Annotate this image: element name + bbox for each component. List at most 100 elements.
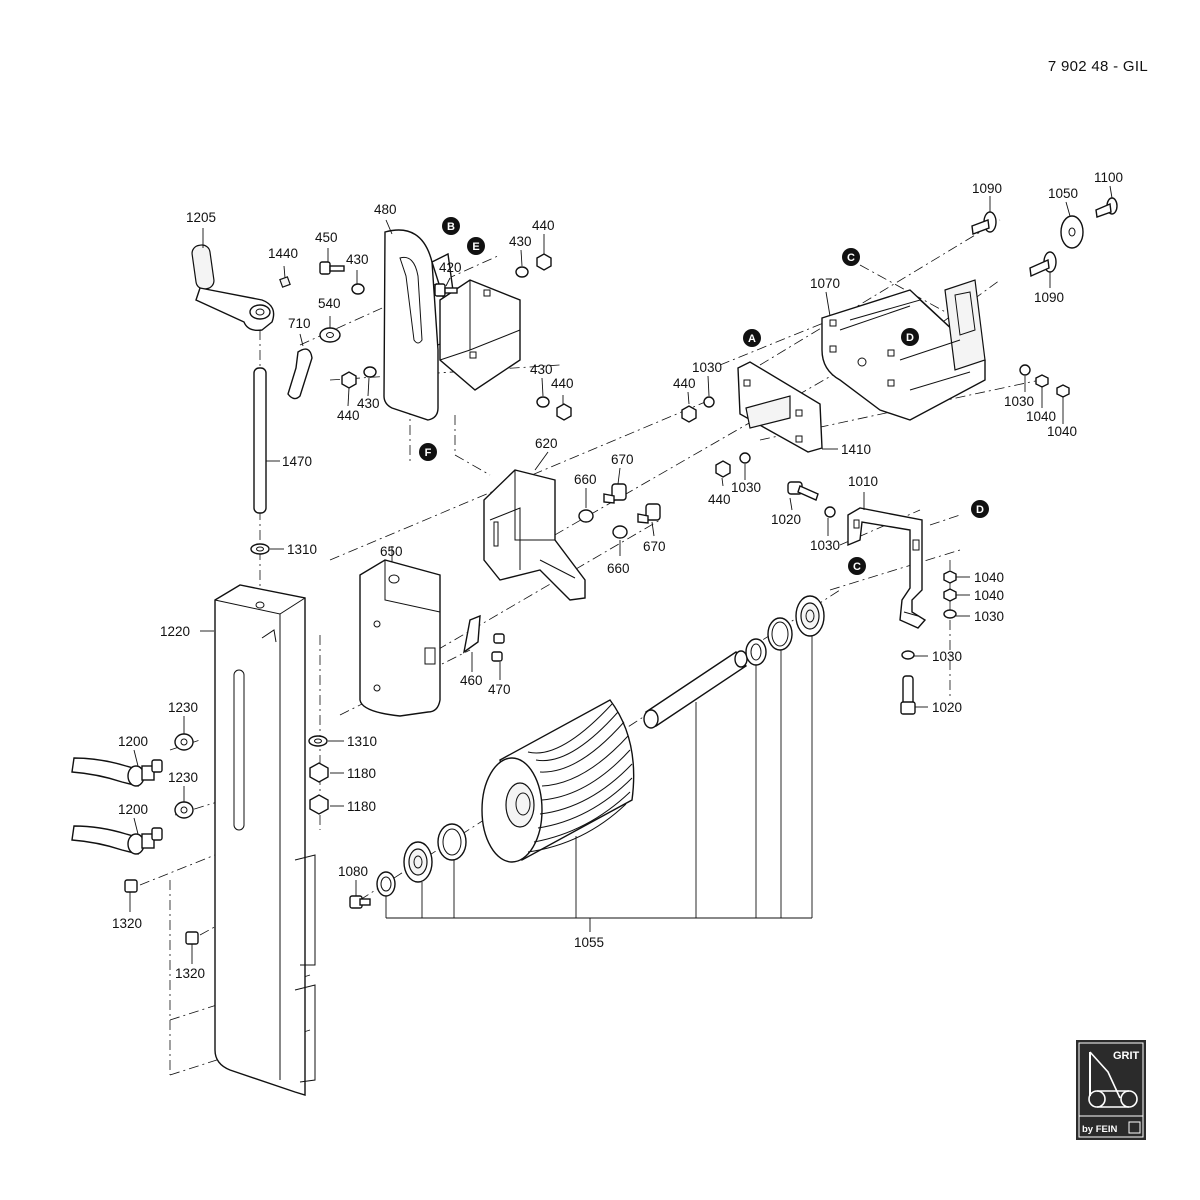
label-1080: 1080 — [338, 864, 368, 879]
label-1090-a: 1090 — [972, 181, 1002, 196]
bearing-left — [403, 841, 433, 883]
label-1030-f: 1030 — [932, 649, 962, 664]
label-440-e: 440 — [708, 492, 731, 507]
screw-1090-b — [1029, 251, 1057, 278]
washer-1030-d — [824, 506, 836, 518]
bracket-620 — [483, 469, 586, 601]
screw-1090-a — [971, 211, 997, 235]
label-1180-b: 1180 — [347, 799, 376, 814]
nut-1040-d — [943, 588, 957, 602]
label-670-a: 670 — [611, 452, 634, 467]
marker-E: E — [467, 237, 485, 255]
svg-text:A: A — [748, 333, 756, 345]
label-1320-a: 1320 — [112, 916, 142, 931]
set-screw-1440 — [279, 276, 291, 288]
label-1100: 1100 — [1094, 170, 1123, 185]
label-620: 620 — [535, 436, 558, 451]
label-1040-b: 1040 — [1047, 424, 1077, 439]
nut-440-a — [536, 253, 552, 271]
label-1040-d: 1040 — [974, 588, 1004, 603]
screw-670-a — [603, 483, 627, 504]
label-1205: 1205 — [186, 210, 216, 225]
bearing-right — [795, 595, 825, 637]
part-number-labels: 1205 1440 450 430 480 420 430 440 540 71… — [112, 170, 1123, 981]
label-1090-b: 1090 — [1034, 290, 1064, 305]
housing-1070 — [821, 279, 986, 421]
label-1030-b: 1030 — [731, 480, 761, 495]
washer-1230-a — [174, 733, 194, 751]
clamp-lever-1200-a — [71, 757, 163, 787]
label-470: 470 — [488, 682, 511, 697]
label-660-b: 660 — [607, 561, 630, 576]
label-650: 650 — [380, 544, 403, 559]
shaft-1470 — [253, 367, 267, 514]
svg-text:D: D — [976, 504, 984, 516]
washer-1310-low — [308, 735, 328, 747]
label-1200-b: 1200 — [118, 802, 148, 817]
screw-420 — [434, 283, 458, 297]
washer-430-b — [515, 266, 529, 278]
nut-1040-a — [1035, 374, 1049, 388]
label-1470: 1470 — [282, 454, 312, 469]
screw-450 — [319, 261, 345, 275]
label-1055: 1055 — [574, 935, 604, 950]
screw-470 — [491, 633, 505, 662]
label-1020-a: 1020 — [771, 512, 801, 527]
marker-D-top: D — [901, 328, 919, 346]
carriage-650 — [359, 559, 441, 717]
label-440-d: 440 — [673, 376, 696, 391]
screw-1020-a — [787, 481, 819, 501]
washer-430-a — [351, 283, 365, 295]
label-1230-a: 1230 — [168, 700, 198, 715]
nut-1180-a — [309, 762, 329, 783]
label-430-b: 430 — [509, 234, 532, 249]
label-430-a: 430 — [346, 252, 369, 267]
label-1040-a: 1040 — [1026, 409, 1056, 424]
washer-540 — [319, 327, 341, 343]
washer-430-c — [363, 366, 377, 378]
label-1310-b: 1310 — [347, 734, 377, 749]
crank-handle-1205 — [191, 244, 275, 332]
screw-1320-a — [124, 879, 138, 893]
document-code: 7 902 48 - GIL — [1047, 58, 1148, 75]
svg-text:D: D — [906, 332, 914, 344]
label-670-b: 670 — [643, 539, 666, 554]
svg-text:GRIT: GRIT — [1113, 1050, 1140, 1062]
label-1230-b: 1230 — [168, 770, 198, 785]
washer-1030-b — [739, 452, 751, 464]
ring-small-right — [745, 638, 767, 666]
label-1030-e: 1030 — [974, 609, 1004, 624]
washer-1230-b — [174, 801, 194, 819]
lever-710 — [287, 348, 313, 400]
marker-F: F — [419, 443, 437, 461]
label-710: 710 — [288, 316, 311, 331]
ring-small-left — [376, 871, 396, 897]
label-1440: 1440 — [268, 246, 298, 261]
svg-text:E: E — [472, 241, 479, 253]
label-1050: 1050 — [1048, 186, 1078, 201]
label-1410: 1410 — [841, 442, 871, 457]
nut-440-b — [341, 371, 357, 389]
washer-660-a — [578, 509, 594, 523]
svg-text:C: C — [847, 252, 855, 264]
marker-D-right: D — [971, 500, 989, 518]
circlip-right — [767, 617, 793, 651]
nut-440-e — [715, 460, 731, 478]
drum-assembly-1055 — [481, 699, 635, 863]
label-1020-b: 1020 — [932, 700, 962, 715]
svg-text:by FEIN: by FEIN — [1082, 1124, 1118, 1135]
label-420: 420 — [439, 260, 462, 275]
grit-fein-logo: GRIT by FEIN — [1076, 1040, 1146, 1140]
washer-1030-c — [1019, 364, 1031, 376]
nut-440-d — [681, 405, 697, 423]
label-1180-a: 1180 — [347, 766, 376, 781]
label-1010: 1010 — [848, 474, 878, 489]
circlip-left — [437, 823, 467, 861]
screw-1100 — [1095, 197, 1118, 218]
bracket-1010 — [847, 507, 927, 629]
washer-1050 — [1060, 215, 1084, 249]
axle-pin — [643, 650, 748, 729]
nut-440-c — [556, 403, 572, 421]
label-1200-a: 1200 — [118, 734, 148, 749]
